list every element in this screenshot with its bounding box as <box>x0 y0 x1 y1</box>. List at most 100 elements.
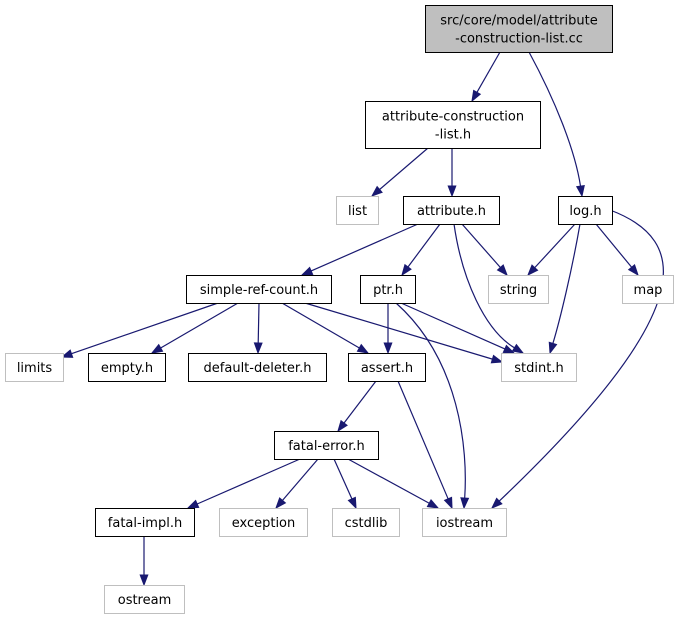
node-box <box>188 353 327 382</box>
arrowhead <box>150 343 164 354</box>
edge-line <box>534 223 576 269</box>
node-label: ptr.h <box>373 283 403 298</box>
edge-simple-ref-to-limits <box>60 302 219 358</box>
arrowhead <box>527 264 539 277</box>
node-default-deleter[interactable]: default-deleter.h <box>188 353 327 382</box>
edge-attribute-to-stdint <box>453 223 525 354</box>
edge-attribute-to-ptr <box>401 223 441 277</box>
node-box <box>488 275 549 304</box>
edge-line <box>397 380 449 500</box>
edge-attribute-to-string <box>461 223 508 277</box>
node-attribute[interactable]: attribute.h <box>403 196 500 225</box>
arrowhead <box>490 497 503 509</box>
edge-ptr-to-stdint <box>400 302 516 354</box>
node-cstdlib: cstdlib <box>332 508 400 537</box>
arrowhead <box>383 342 393 355</box>
node-label: list <box>348 204 367 219</box>
arrowhead <box>337 419 348 433</box>
node-box <box>88 353 166 382</box>
node-box <box>622 275 674 304</box>
edge-attribute-to-simple-ref <box>300 223 419 276</box>
edge-line <box>400 302 506 350</box>
node-label: -construction-list.cc <box>455 32 583 47</box>
node-box <box>501 353 577 382</box>
arrowhead <box>139 574 149 587</box>
arrowhead <box>275 497 287 510</box>
arrowhead <box>253 342 263 355</box>
edge-simple-ref-to-assert <box>281 302 370 354</box>
edge-line <box>379 147 429 190</box>
node-exception: exception <box>219 508 308 537</box>
node-ostream: ostream <box>104 585 185 614</box>
edge-line <box>347 458 430 504</box>
node-box <box>360 275 416 304</box>
edge-log-to-map <box>595 223 639 277</box>
node-label: cstdlib <box>345 516 388 531</box>
node-assert[interactable]: assert.h <box>348 353 426 382</box>
node-label: src/core/model/attribute <box>440 14 597 29</box>
edge-root-to-log <box>528 51 585 198</box>
node-box <box>403 196 500 225</box>
edge-fatal-error-to-cstdlib <box>333 458 357 510</box>
node-label: attribute.h <box>417 204 486 219</box>
node-root[interactable]: src/core/model/attribute -construction-li… <box>425 5 613 53</box>
arrowhead <box>443 496 453 510</box>
edge-line <box>407 223 441 268</box>
arrowhead <box>447 185 457 198</box>
edge-attr-cons-list-to-attribute <box>447 148 457 198</box>
edge-assert-to-fatal-error <box>337 380 377 433</box>
edge-line <box>552 223 581 344</box>
edge-assert-to-iostream <box>397 380 453 510</box>
edge-line <box>196 458 301 505</box>
node-box <box>219 508 308 537</box>
node-label: -list.h <box>435 128 471 143</box>
node-fatal-error[interactable]: fatal-error.h <box>274 431 379 460</box>
node-label: exception <box>232 516 296 531</box>
node-list: list <box>336 196 379 225</box>
edge-line <box>304 302 493 360</box>
node-label: empty.h <box>101 361 153 376</box>
node-label: simple-ref-count.h <box>200 283 318 298</box>
node-attr-cons-list[interactable]: attribute-construction-list.h <box>365 101 541 149</box>
node-simple-ref[interactable]: simple-ref-count.h <box>186 275 332 304</box>
edge-fatal-error-to-fatal-impl <box>186 458 301 509</box>
edge-line <box>461 223 501 268</box>
edge-line <box>310 223 419 272</box>
arrowhead <box>496 264 508 277</box>
arrowhead <box>511 343 525 354</box>
node-box <box>186 275 332 304</box>
node-fatal-impl[interactable]: fatal-impl.h <box>95 508 195 537</box>
node-label: fatal-impl.h <box>108 516 182 531</box>
node-box <box>348 353 426 382</box>
edge-log-to-stdint <box>548 223 581 355</box>
edges-layer <box>60 51 664 587</box>
arrowhead <box>627 264 639 277</box>
arrowhead <box>548 341 558 355</box>
node-empty[interactable]: empty.h <box>88 353 166 382</box>
arrowhead <box>426 499 440 509</box>
edge-root-to-attr-cons-list <box>471 51 501 103</box>
node-log[interactable]: log.h <box>558 196 613 225</box>
arrowhead <box>460 497 470 510</box>
arrowhead <box>471 89 482 103</box>
edge-line <box>528 51 582 187</box>
edge-line <box>71 302 219 355</box>
edge-log-to-string <box>527 223 576 277</box>
arrowhead <box>60 349 74 358</box>
node-label: fatal-error.h <box>288 439 365 454</box>
edge-line <box>595 223 633 268</box>
edge-line <box>257 302 260 344</box>
arrowhead <box>370 185 383 197</box>
nodes-layer: src/core/model/attribute -construction-li… <box>5 5 674 614</box>
node-map: map <box>622 275 674 304</box>
edge-line <box>281 302 360 349</box>
edge-simple-ref-to-stdint <box>304 302 504 364</box>
node-ptr[interactable]: ptr.h <box>360 275 416 304</box>
edge-fatal-error-to-iostream <box>347 458 440 509</box>
edge-line <box>343 380 377 424</box>
node-box <box>422 508 507 537</box>
edge-line <box>333 458 353 500</box>
node-stdint: stdint.h <box>501 353 577 382</box>
arrowhead <box>575 184 585 198</box>
node-iostream: iostream <box>422 508 507 537</box>
